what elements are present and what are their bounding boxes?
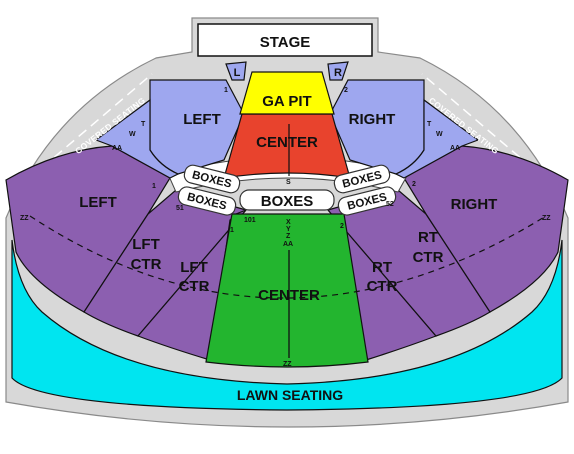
row-1-center: 1 [230,227,234,234]
row-t-left: T [141,121,146,128]
boxes-center-label: BOXES [261,193,314,210]
lft-ctr-a-label-1: LFT [132,236,160,253]
row-2-center: 2 [340,223,344,230]
row-zz-center: ZZ [283,361,292,368]
row-s: S [286,179,291,186]
section-left-back[interactable] [5,145,171,313]
box-pill-right-lower[interactable] [337,185,398,216]
row-aa-right: AA [450,145,460,152]
row-2-right-back: 2 [412,181,416,188]
row-arc [29,215,547,299]
r-box-label: R [334,67,342,79]
ga-pit-label: GA PIT [262,93,311,110]
right-front-label: RIGHT [349,111,396,128]
section-l-box[interactable] [225,61,247,81]
row-51: 51 [176,205,184,212]
section-right-front-wedge[interactable] [394,98,480,179]
rt-ctr-a-label-2: CTR [413,249,444,266]
row-z: Z [286,233,291,240]
row-t-right: T [427,121,432,128]
box-pill-center[interactable] [239,189,335,211]
left-front-label: LEFT [183,111,221,128]
l-box-label: L [234,67,241,79]
rt-ctr-b-label-1: RT [372,259,392,276]
section-ga-pit[interactable] [239,71,335,115]
row-y: Y [286,226,291,233]
row-52: 52 [386,201,394,208]
lawn-seating[interactable] [11,239,563,411]
stage-label: STAGE [260,34,311,51]
center-front-label: CENTER [256,134,318,151]
box-pill-left-upper[interactable] [183,163,242,194]
rt-ctr-b-label-2: CTR [367,278,398,295]
lawn-label: LAWN SEATING [237,387,343,403]
row-1-left-back: 1 [152,183,156,190]
left-back-label: LEFT [79,194,117,211]
section-left-front-wedge[interactable] [94,98,180,179]
row-w-right: W [436,131,443,138]
box-pill-left-lower[interactable] [177,185,238,216]
lft-ctr-b-label-1: LFT [180,259,208,276]
row-x: X [286,219,291,226]
row-2-right-front: 2 [344,87,348,94]
row-zz-left: ZZ [20,215,29,222]
lft-ctr-b-label-2: CTR [179,278,210,295]
row-101: 101 [244,217,256,224]
center-back-label: CENTER [258,287,320,304]
section-right-back[interactable] [403,145,569,313]
row-zz-right: ZZ [542,215,551,222]
lft-ctr-a-label-2: CTR [131,256,162,273]
section-center-back[interactable] [205,213,369,368]
rt-ctr-a-label-1: RT [418,229,438,246]
row-1-left-front: 1 [224,87,228,94]
row-w-left: W [129,131,136,138]
box-pill-right-upper[interactable] [333,163,392,194]
stage [197,23,373,57]
right-back-label: RIGHT [451,196,498,213]
row-aa-center: AA [283,241,293,248]
section-r-box[interactable] [327,61,349,81]
row-aa-left: AA [112,145,122,152]
covered-line-right [421,73,545,179]
section-rt-ctr-a[interactable] [326,189,491,337]
covered-line-left [29,73,153,179]
